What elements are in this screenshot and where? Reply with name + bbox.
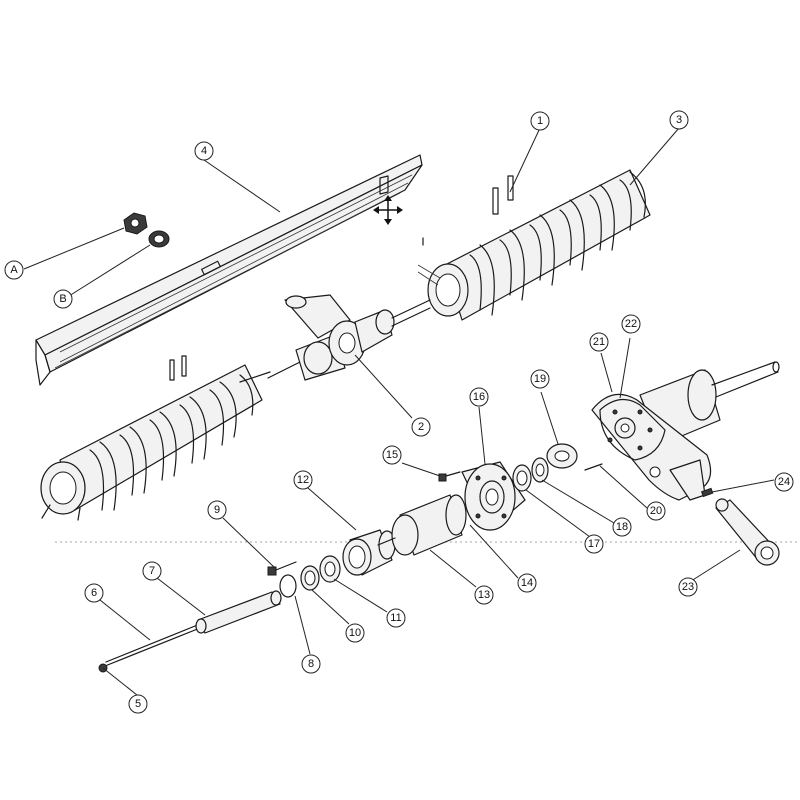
pin-part-20 — [584, 463, 603, 471]
screw-part-15 — [438, 471, 461, 482]
svg-text:19: 19 — [534, 373, 546, 385]
callout-3: 3 — [669, 110, 689, 130]
callout-18: 18 — [612, 517, 632, 537]
callout-6: 6 — [84, 583, 104, 603]
washer-part-B — [148, 230, 170, 248]
washer-part-19 — [546, 443, 578, 469]
callout-9: 9 — [207, 500, 227, 520]
callout-5: 5 — [128, 694, 148, 714]
svg-text:1: 1 — [537, 115, 543, 127]
seal-part-18 — [531, 457, 549, 483]
svg-text:14: 14 — [521, 577, 533, 589]
seal-part-17 — [512, 464, 532, 492]
callout-22: 22 — [621, 314, 641, 334]
callout-B: B — [53, 289, 73, 309]
callout-14: 14 — [517, 573, 537, 593]
svg-text:21: 21 — [593, 336, 605, 348]
callout-24: 24 — [774, 472, 794, 492]
svg-text:15: 15 — [386, 449, 398, 461]
callout-23: 23 — [678, 577, 698, 597]
svg-text:20: 20 — [650, 505, 662, 517]
svg-text:23: 23 — [682, 581, 694, 593]
callout-12: 12 — [293, 470, 313, 490]
svg-text:6: 6 — [91, 587, 97, 599]
shaft-bearing-part-2 — [267, 294, 431, 381]
upper-auger-part-3 — [417, 169, 651, 321]
move-cursor-icon — [373, 195, 403, 225]
callout-17: 17 — [584, 534, 604, 554]
callout-10: 10 — [345, 623, 365, 643]
callout-11: 11 — [386, 608, 406, 628]
callout-16: 16 — [469, 387, 489, 407]
cylinder-part-13 — [377, 494, 467, 556]
rod-part-6 — [104, 623, 201, 667]
svg-text:7: 7 — [149, 565, 155, 577]
svg-text:3: 3 — [676, 114, 682, 126]
leader-lines — [23, 127, 775, 696]
sleeve-part-23 — [715, 498, 780, 566]
housing-part-12 — [342, 529, 396, 576]
gearbox-housing-part-21 — [591, 361, 780, 501]
lower-auger — [40, 355, 271, 521]
callout-A: A — [4, 260, 24, 280]
svg-text:17: 17 — [588, 538, 600, 550]
pins-part-1 — [492, 175, 514, 215]
callout-13: 13 — [474, 585, 494, 605]
pin-part-24 — [700, 487, 714, 498]
callout-21: 21 — [589, 332, 609, 352]
svg-text:10: 10 — [349, 627, 361, 639]
nut-part-A — [123, 212, 148, 235]
callout-20: 20 — [646, 501, 666, 521]
svg-text:B: B — [59, 293, 66, 305]
callout-8: 8 — [301, 654, 321, 674]
svg-text:2: 2 — [418, 421, 424, 433]
flange-part-16 — [461, 461, 526, 531]
svg-text:13: 13 — [478, 589, 490, 601]
bearing-part-11 — [319, 555, 341, 583]
svg-text:11: 11 — [390, 612, 401, 624]
svg-text:9: 9 — [214, 504, 220, 516]
callout-1: 1 — [530, 111, 550, 131]
svg-text:22: 22 — [625, 318, 637, 330]
svg-text:5: 5 — [135, 698, 141, 710]
svg-text:16: 16 — [473, 391, 485, 403]
bolt-part-9 — [267, 561, 297, 576]
callout-19: 19 — [530, 369, 550, 389]
tube-part-7 — [195, 590, 282, 634]
trough-beam-part-4 — [35, 154, 423, 386]
bearing-part-10 — [300, 565, 320, 591]
svg-text:4: 4 — [201, 145, 207, 157]
snap-ring-part-8 — [279, 574, 297, 598]
svg-text:24: 24 — [778, 476, 790, 488]
callout-15: 15 — [382, 445, 402, 465]
svg-text:12: 12 — [297, 474, 309, 486]
callout-4: 4 — [194, 141, 214, 161]
svg-text:8: 8 — [308, 658, 314, 670]
svg-text:18: 18 — [616, 521, 628, 533]
callout-2: 2 — [411, 417, 431, 437]
callout-7: 7 — [142, 561, 162, 581]
svg-text:A: A — [10, 264, 18, 276]
